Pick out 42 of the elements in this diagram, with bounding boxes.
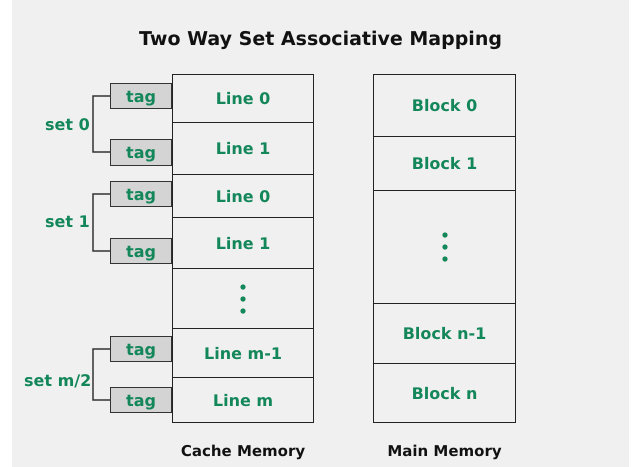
row-label: Line 1 [216, 139, 270, 158]
row-label: Line 1 [216, 234, 270, 252]
memory-row [373, 363, 516, 423]
row-label: Line m-1 [204, 344, 282, 362]
memory-row [373, 136, 516, 191]
row-label: Block n [412, 384, 478, 402]
memory-table [373, 74, 516, 460]
memory-row [172, 217, 314, 269]
row-label: Line m [212, 390, 274, 410]
tag-box [110, 387, 172, 413]
tag-label: tag [126, 143, 156, 162]
memory-row [172, 74, 314, 123]
set-label: set 0 [45, 115, 90, 134]
tag-box [110, 336, 172, 362]
column-caption: Main Memory [386, 442, 503, 460]
tag-box [110, 181, 172, 207]
memory-row [172, 328, 314, 378]
memory-row [172, 377, 314, 423]
column-caption: Cache Memory [180, 442, 306, 460]
memory-row [172, 174, 314, 218]
memory-row [373, 303, 516, 364]
set-label: set m/2 [24, 371, 92, 390]
row-label: Line 0 [216, 89, 270, 108]
tag-label: tag [126, 86, 156, 106]
tag-label: tag [126, 390, 156, 410]
row-label: Block n-1 [402, 324, 486, 343]
tag-label: tag [126, 242, 156, 260]
row-label: Line 0 [216, 186, 270, 206]
diagram-title: Two Way Set Associative Mapping [138, 28, 503, 50]
memory-row [172, 122, 314, 175]
memory-row [373, 74, 516, 137]
row-label: Block 1 [412, 154, 478, 173]
tag-box [110, 238, 172, 264]
tag-label: tag [126, 340, 156, 358]
tag-box [110, 83, 172, 109]
tag-label: tag [126, 184, 156, 204]
set-label: set 1 [45, 212, 90, 231]
memory-row [172, 268, 314, 329]
row-label: Block 0 [412, 96, 478, 115]
memory-table [172, 74, 314, 460]
tag-box [110, 139, 172, 166]
memory-row [373, 190, 516, 304]
